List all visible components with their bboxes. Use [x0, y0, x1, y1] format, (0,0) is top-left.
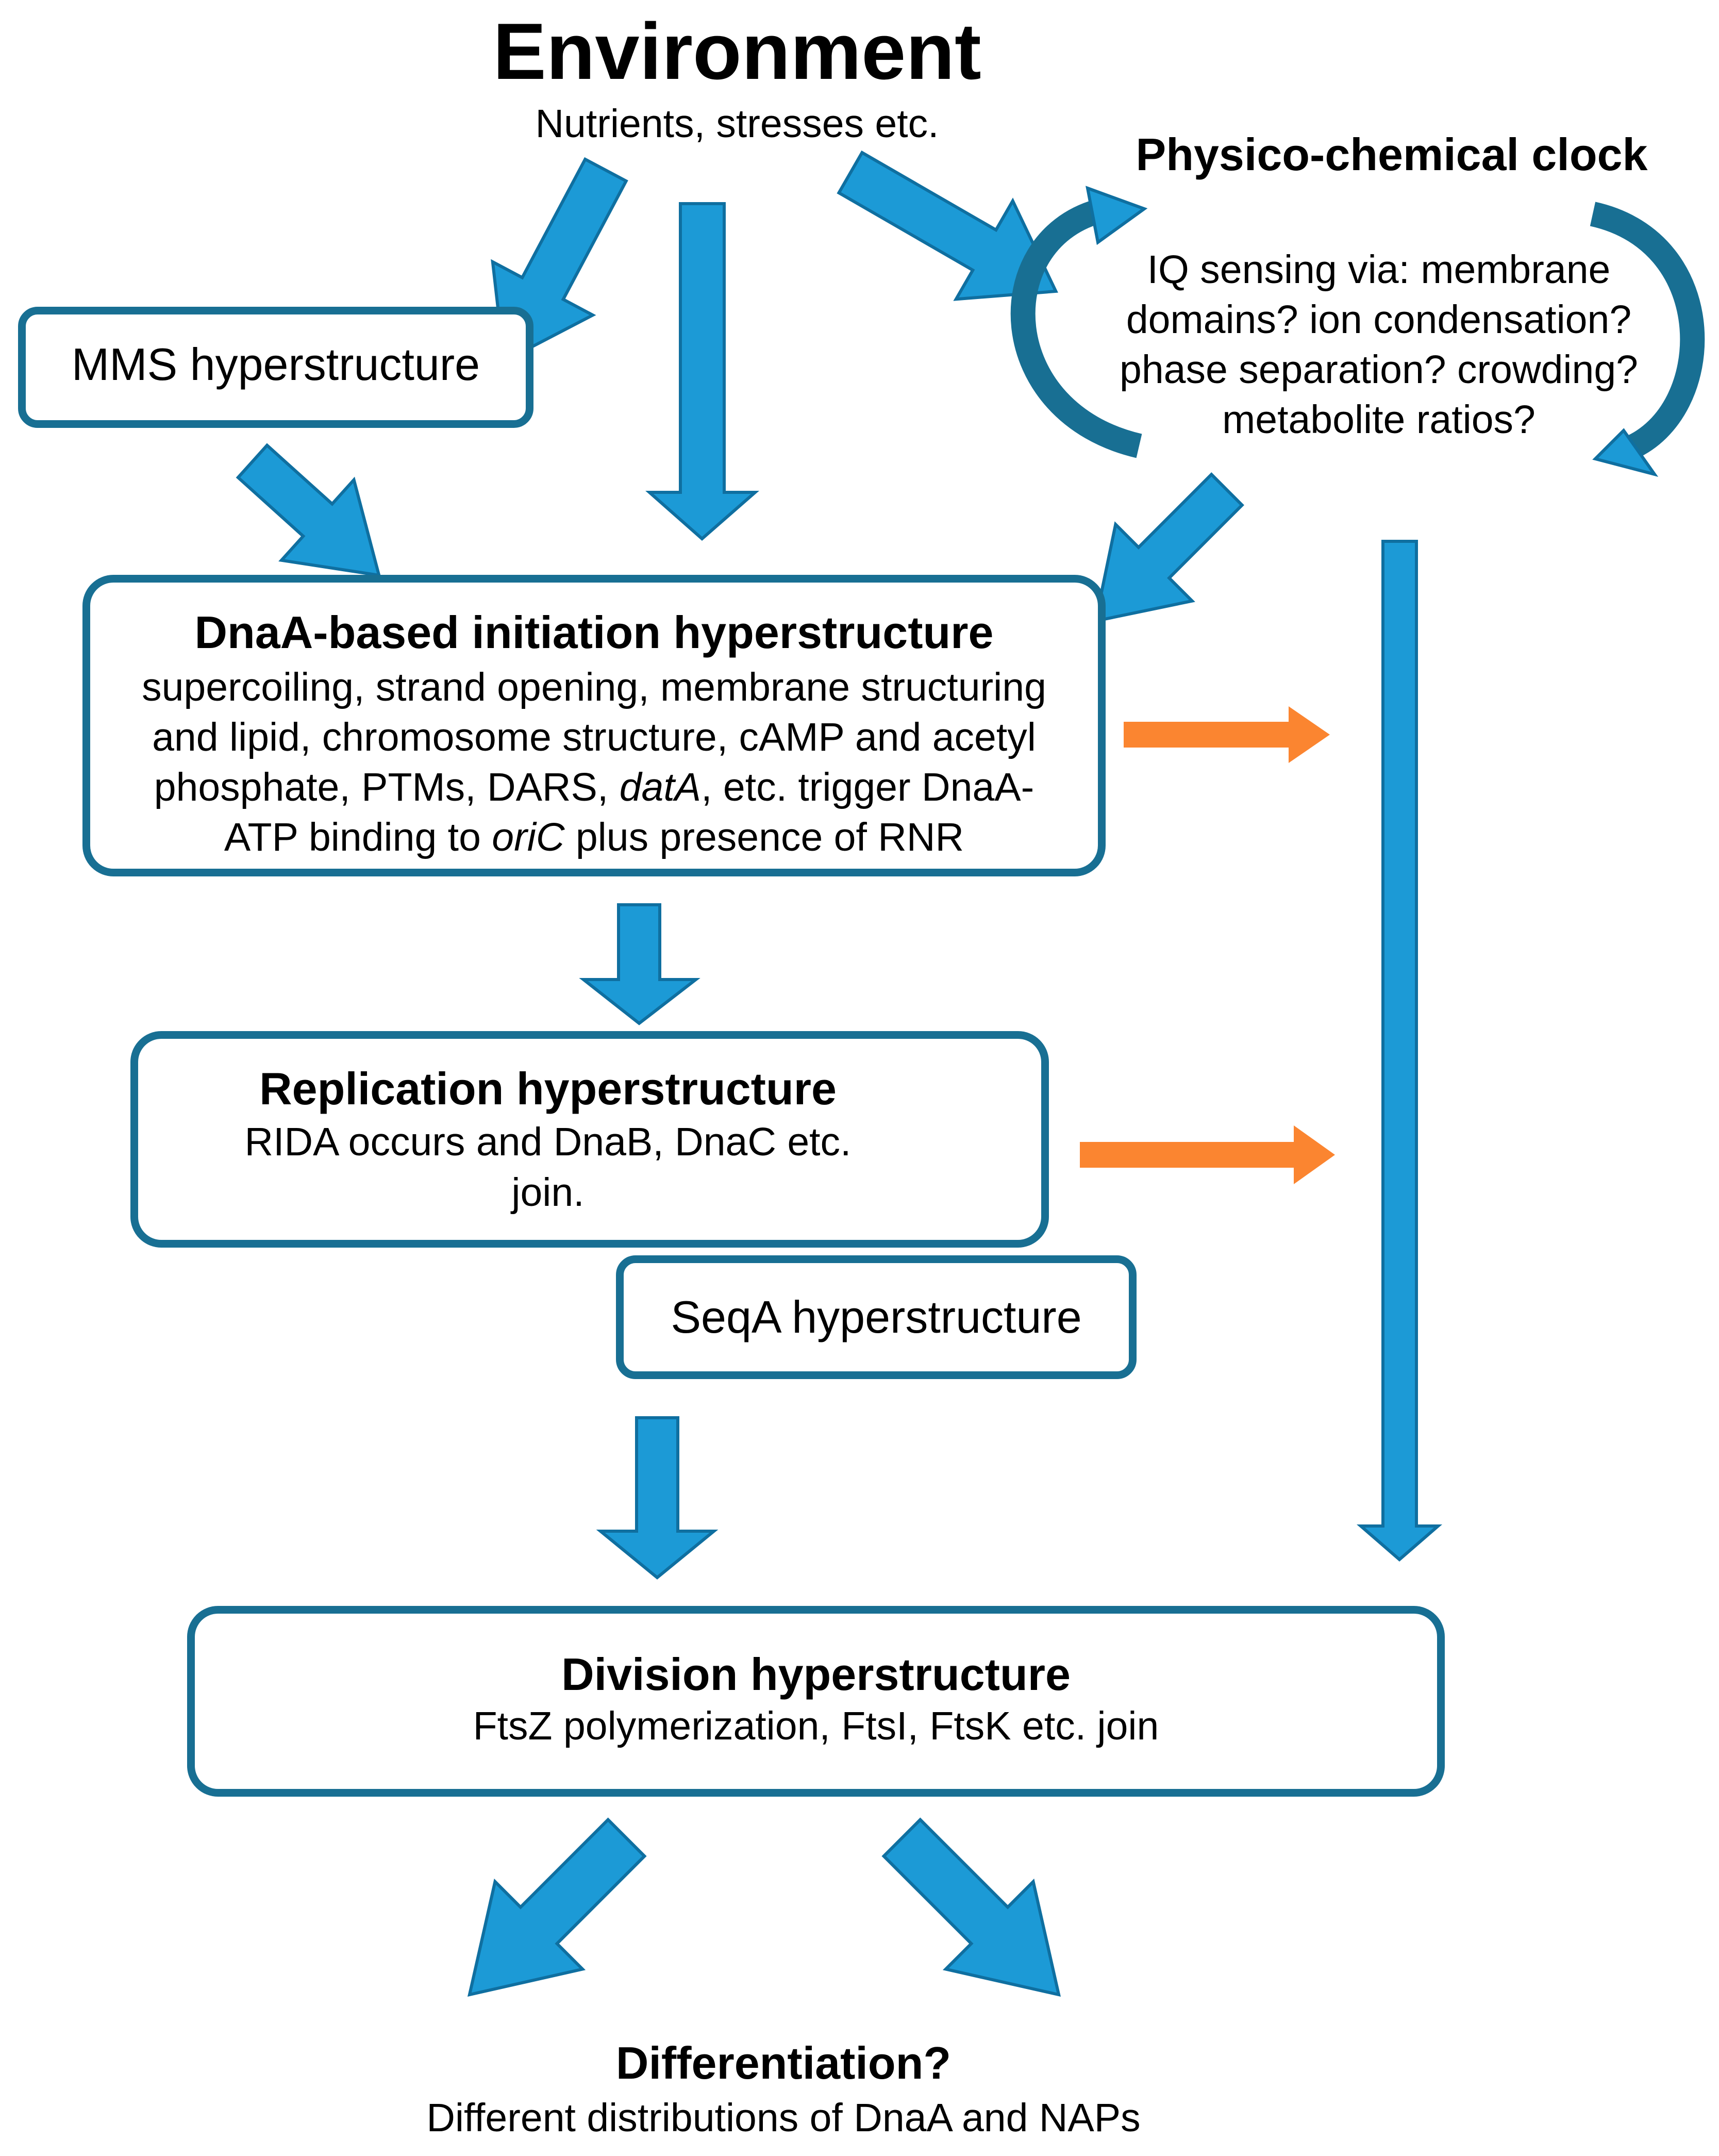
arrow-env-to-initiation: [645, 202, 759, 541]
differentiation-line-1: Different distributions of DnaA and NAPs: [426, 2096, 1141, 2140]
clock-line-2: domains? ion condensation?: [1126, 297, 1632, 342]
initiation-line-3-b: , etc. trigger DnaA-: [701, 765, 1034, 809]
initiation-title: DnaA-based initiation hyperstructure: [194, 607, 994, 658]
initiation-line-2: and lipid, chromosome structure, cAMP an…: [152, 715, 1036, 759]
arrow-env-to-clock: [837, 150, 1058, 301]
arrow-mms-to-initiation: [236, 443, 381, 577]
initiation-line-4-b: plus presence of RNR: [564, 815, 964, 859]
differentiation-title: Differentiation?: [615, 2037, 952, 2088]
replication-line-1: RIDA occurs and DnaB, DnaC etc.: [244, 1120, 852, 1164]
initiation-line-4-italic: oriC: [492, 815, 565, 859]
initiation-line-4: ATP binding to oriC plus presence of RNR: [90, 812, 1098, 863]
initiation-hyperstructure-box: DnaA-based initiation hyperstructure sup…: [82, 575, 1106, 876]
replication-line-2: join.: [511, 1170, 585, 1215]
clock-line-1: IQ sensing via: membrane: [1147, 247, 1611, 292]
orange-arrow-initiation: [1124, 706, 1330, 763]
mms-hyperstructure-box: MMS hyperstructure: [18, 307, 533, 428]
division-line-1: FtsZ polymerization, FtsI, FtsK etc. joi…: [473, 1704, 1159, 1748]
seqa-label: SeqA hyperstructure: [671, 1291, 1082, 1342]
arrow-division-to-diff-right: [881, 1817, 1061, 1997]
initiation-line-4-a: ATP binding to: [224, 815, 492, 859]
clock-line-3: phase separation? crowding?: [1120, 347, 1638, 392]
initiation-line-1: supercoiling, strand opening, membrane s…: [142, 665, 1046, 709]
initiation-line-3: phosphate, PTMs, DARS, datA, etc. trigge…: [90, 762, 1098, 812]
arrow-initiation-to-replication: [579, 903, 700, 1025]
clock-title: Physico-chemical clock: [1136, 129, 1648, 180]
seqa-hyperstructure-box: SeqA hyperstructure: [616, 1255, 1137, 1379]
initiation-line-3-italic: datA: [619, 765, 702, 809]
initiation-line-3-a: phosphate, PTMs, DARS,: [154, 765, 620, 809]
environment-subtitle: Nutrients, stresses etc.: [535, 102, 939, 146]
arrow-clock-to-initiation: [1093, 472, 1244, 623]
orange-arrow-replication: [1080, 1125, 1335, 1184]
arrow-clock-to-division: [1356, 540, 1443, 1562]
division-title: Division hyperstructure: [561, 1649, 1071, 1700]
arrow-division-to-diff-left: [467, 1817, 647, 1997]
clock-line-4: metabolite ratios?: [1222, 397, 1536, 442]
replication-title: Replication hyperstructure: [259, 1063, 837, 1114]
division-hyperstructure-box: Division hyperstructure FtsZ polymerizat…: [187, 1606, 1445, 1797]
environment-title: Environment: [493, 7, 981, 96]
mms-label: MMS hyperstructure: [71, 339, 480, 390]
arrow-replication-to-division: [596, 1416, 719, 1580]
clock-cycle-left-curve: [1010, 186, 1148, 458]
replication-hyperstructure-box: Replication hyperstructure RIDA occurs a…: [130, 1031, 1049, 1248]
clock-cycle-right-curve: [1590, 202, 1705, 477]
